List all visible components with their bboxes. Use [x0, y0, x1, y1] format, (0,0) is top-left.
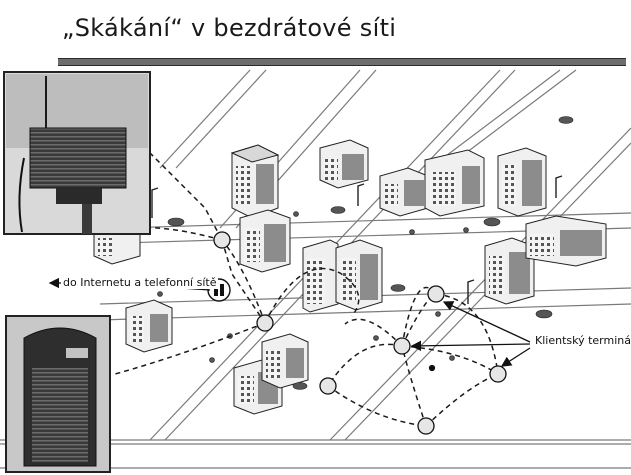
terminal-node-icon [319, 377, 337, 395]
tree-icon [449, 355, 455, 361]
antenna-masts [151, 175, 563, 304]
network-illustration [0, 68, 631, 475]
title-rule [58, 58, 626, 66]
hop-links [104, 107, 499, 427]
internet-link-label: do Internetu a telefonní sítě [61, 276, 219, 289]
building-icon [525, 215, 607, 267]
slide-title: „Skákání“ v bezdrátové síti [62, 14, 397, 42]
terminal-node-icon [393, 337, 411, 355]
building-icon [302, 239, 339, 313]
terminal-node-icon [256, 314, 274, 332]
tree-icon [435, 311, 441, 317]
tree-icon [463, 227, 469, 233]
car-icon [330, 206, 346, 214]
terminal-node-icon [489, 365, 507, 383]
car-icon [390, 284, 406, 292]
tree-icon [157, 291, 163, 297]
car-icon [535, 309, 553, 319]
building-icon [424, 149, 485, 217]
arrow-icon [442, 301, 531, 343]
terminal-nodes [213, 231, 507, 435]
terminal-node-icon [428, 364, 436, 372]
building-icon [335, 239, 383, 311]
building-icon [484, 237, 535, 305]
car-icon [292, 382, 308, 390]
client-callout-arrows [410, 301, 531, 367]
server-photo [5, 315, 111, 473]
tree-icon [293, 211, 299, 217]
car-icon [558, 116, 574, 124]
terminal-node-icon [427, 285, 445, 303]
building-icon [319, 139, 369, 189]
tree-icon [409, 229, 415, 235]
car-icon [483, 217, 501, 227]
city-buildings [93, 139, 607, 415]
antenna-router-photo [3, 71, 151, 235]
building-icon [497, 147, 547, 217]
arrow-icon [500, 347, 531, 367]
building-icon [261, 333, 309, 389]
car-icon [167, 217, 185, 227]
vehicles-and-trees [157, 116, 574, 390]
terminal-node-icon [417, 417, 435, 435]
building-icon [230, 144, 280, 219]
tree-icon [373, 335, 379, 341]
arrow-icon [410, 340, 531, 352]
building-icon [125, 299, 173, 353]
client-terminal-label: Klientský terminál [533, 334, 631, 347]
tree-icon [209, 357, 215, 363]
building-icon [379, 167, 429, 217]
building-icon [239, 209, 291, 273]
terminal-node-icon [213, 231, 231, 249]
